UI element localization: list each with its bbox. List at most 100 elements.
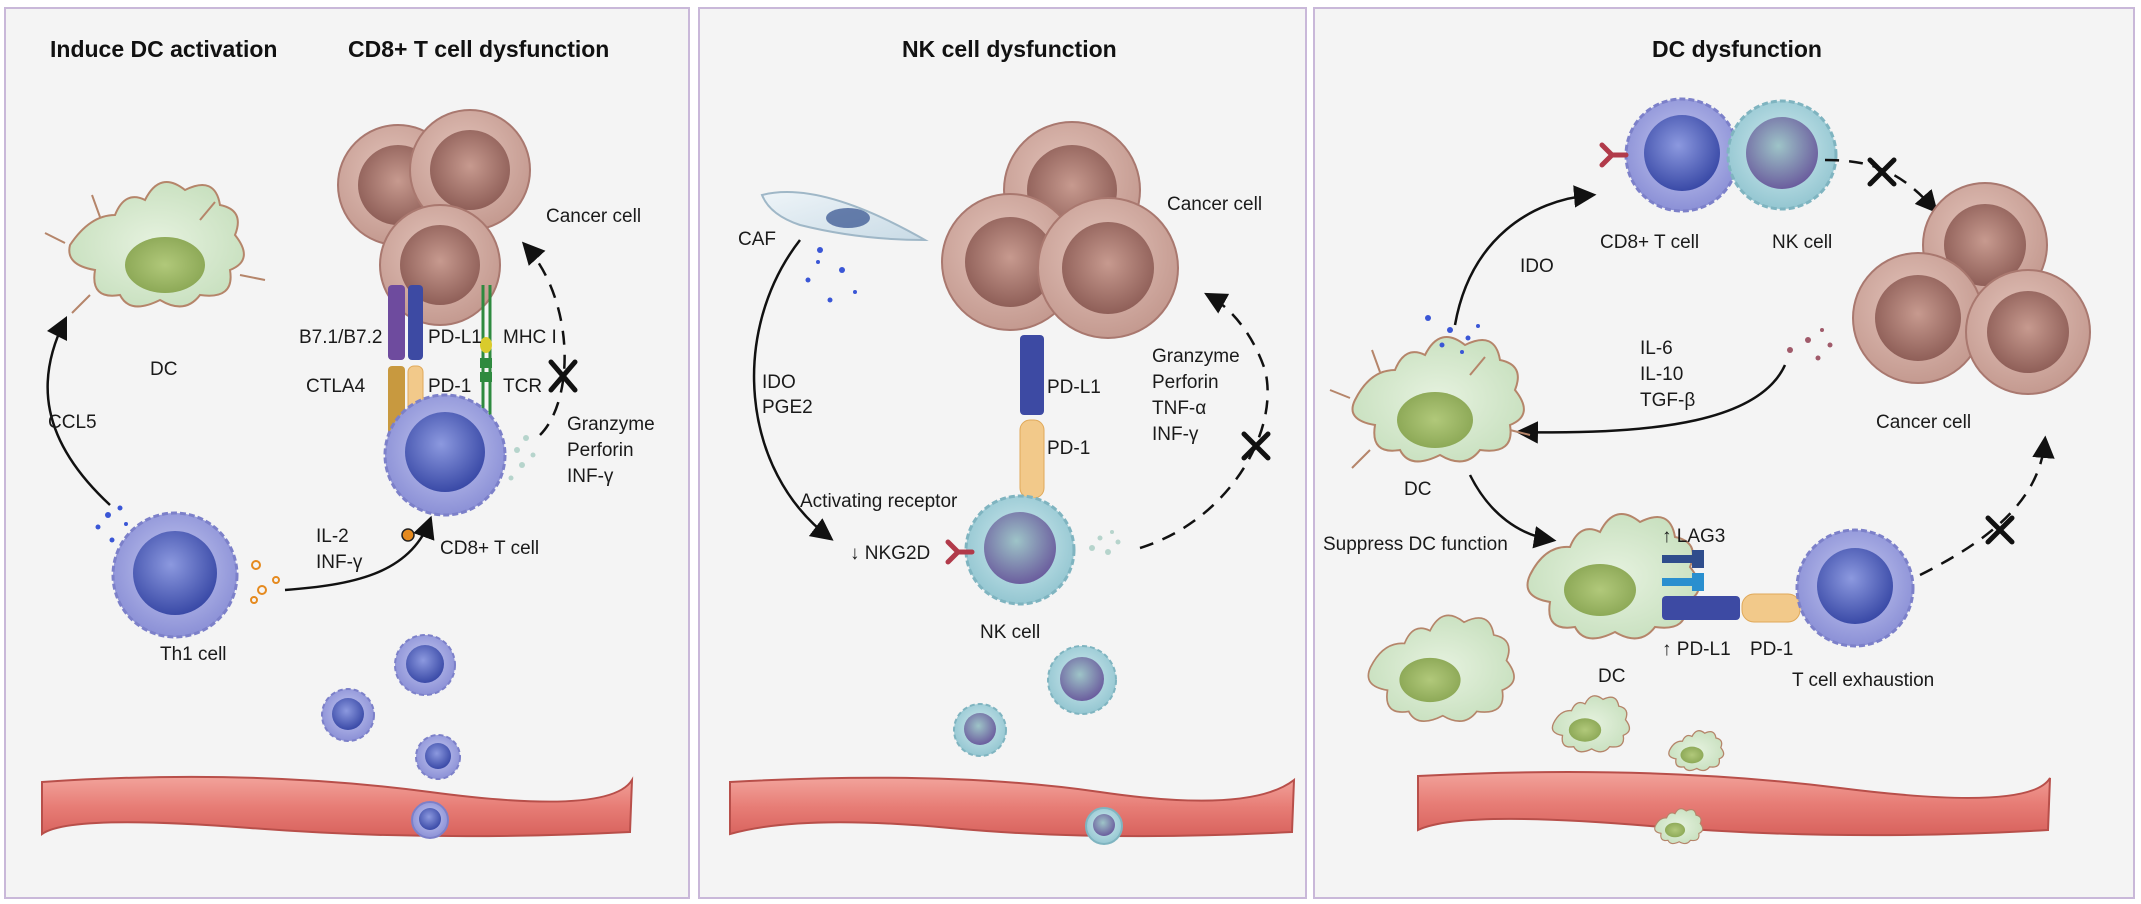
infg-label: INF-γ <box>316 552 363 573</box>
cancer-cluster-icon-2 <box>941 121 1179 339</box>
ccl5-arrow <box>46 315 111 506</box>
pdl1-label-2: PD-L1 <box>1047 377 1101 398</box>
caf-secreted-dots <box>805 247 857 303</box>
pdl1-text-3: PD-L1 <box>1677 639 1731 660</box>
nk-cell-icon-3 <box>1726 99 1838 211</box>
block-x-icon-3 <box>1867 157 1897 187</box>
block-x-icon-4 <box>1985 515 2015 545</box>
b7-ligand <box>388 285 405 360</box>
nk-cell-icon <box>964 494 1076 606</box>
up-arrow-icon: ↑ <box>1662 526 1677 547</box>
il6-label: IL-6 <box>1640 338 1673 359</box>
nk-cell-label: NK cell <box>980 622 1040 643</box>
cancer-cluster-icon-3 <box>1852 182 2091 395</box>
cd8-t-cell-icon-3 <box>1624 97 1740 213</box>
lag3-label: ↑ LAG3 <box>1662 526 1725 547</box>
nk-cells-migrating <box>953 645 1117 757</box>
mhc-label: MHC I <box>503 327 557 348</box>
cancer-cell-label-3: Cancer cell <box>1876 412 1971 433</box>
cancer-secreted-dots <box>1787 328 1833 361</box>
panel-2-title: NK cell dysfunction <box>902 36 1117 62</box>
caf-cell-icon <box>760 191 929 242</box>
cytokine-dots-blue <box>95 505 128 543</box>
t-cells-migrating <box>321 634 461 780</box>
nk-dashed-arrow <box>1139 292 1269 550</box>
ido-arrow-3 <box>1453 185 1597 326</box>
th1-cell-icon <box>111 511 239 639</box>
granzyme-dashed-arrow <box>521 241 566 436</box>
t-cell-exhaustion-label: T cell exhaustion <box>1792 670 1934 691</box>
blood-vessel-3 <box>1417 771 2051 845</box>
exhausted-t-cell-icon <box>1795 528 1915 648</box>
receptor-icon-3 <box>1599 142 1629 168</box>
dc-secreted-dots <box>1425 315 1480 354</box>
pdl1-pd1-bridge <box>1662 593 1801 623</box>
th1-label: Th1 cell <box>160 644 227 665</box>
granzyme-dots <box>508 435 536 481</box>
exhaustion-dashed-arrow <box>1919 435 2055 577</box>
ido-pge2-arrow <box>752 239 834 541</box>
dc-cell-icon-4 <box>1526 513 1700 640</box>
activating-receptor-label: Activating receptor <box>800 491 958 512</box>
nkg2d-text: NKG2D <box>865 543 930 564</box>
block-x-icon-2 <box>1241 431 1271 461</box>
il2-arrow <box>284 515 435 592</box>
pdl1-label-3: ↑ PD-L1 <box>1662 639 1731 660</box>
pdl1-ligand-2 <box>1020 335 1044 415</box>
dc-cell-icon <box>44 181 266 314</box>
ido-label-3: IDO <box>1520 256 1554 277</box>
dc-label-4: DC <box>1598 666 1625 687</box>
granzyme-label-2: Granzyme <box>1152 346 1240 367</box>
panel-1-title-cd8-dysfunction: CD8+ T cell dysfunction <box>348 36 609 62</box>
b7-label: B7.1/B7.2 <box>299 327 382 348</box>
infg-label-2: INF-γ <box>1152 424 1199 445</box>
cancer-cell-label-2: Cancer cell <box>1167 194 1262 215</box>
tnfa-label: TNF-α <box>1152 398 1206 419</box>
down-arrow-icon: ↓ <box>850 543 865 564</box>
cytokine-dots-orange <box>250 560 280 604</box>
panel-1-title-dc-activation: Induce DC activation <box>50 36 277 62</box>
lag3-complex <box>1662 550 1704 591</box>
il6-arrow <box>1515 364 1787 444</box>
panel-3-title: DC dysfunction <box>1652 36 1822 62</box>
pdl1-label: PD-L1 <box>428 327 482 348</box>
caf-label: CAF <box>738 229 776 250</box>
nk-cell-label-3: NK cell <box>1772 232 1832 253</box>
dc-cell-icon-3 <box>1329 336 1531 469</box>
cd8-t-cell-label: CD8+ T cell <box>440 538 539 559</box>
pd1-label-2: PD-1 <box>1047 438 1090 459</box>
ido-label: IDO <box>762 372 796 393</box>
pd1-label: PD-1 <box>428 376 471 397</box>
ctla4-label: CTLA4 <box>306 376 366 397</box>
cancer-cluster-icon <box>337 109 531 326</box>
blood-vessel-2 <box>729 776 1296 845</box>
nkg2d-label: ↓ NKG2D <box>850 543 930 564</box>
pge2-label: PGE2 <box>762 397 813 418</box>
tgfb-label: TGF-β <box>1640 390 1695 411</box>
blood-vessel-1 <box>41 775 634 839</box>
ccl5-label: CCL5 <box>48 412 97 433</box>
tcr-label: TCR <box>503 376 542 397</box>
dc-cells-migrating <box>1367 614 1725 772</box>
lag3-text: LAG3 <box>1677 526 1726 547</box>
mhc-tcr-complex <box>480 285 492 425</box>
dc-label: DC <box>150 359 177 380</box>
il10-label: IL-10 <box>1640 364 1683 385</box>
il2-label: IL-2 <box>316 526 349 547</box>
block-x-icon <box>548 359 578 393</box>
up-arrow-icon-2: ↑ <box>1662 639 1677 660</box>
pd1-label-3: PD-1 <box>1750 639 1793 660</box>
dc-label-3: DC <box>1404 479 1431 500</box>
nk-dots <box>1089 530 1121 555</box>
suppress-dc-label: Suppress DC function <box>1323 534 1508 555</box>
granzyme-label: Granzyme <box>567 414 655 435</box>
suppress-arrow <box>1468 474 1557 549</box>
panel-2-frame <box>698 7 1307 899</box>
pdl1-ligand <box>408 285 423 360</box>
cancer-cell-label: Cancer cell <box>546 206 641 227</box>
cd8-t-cell-icon <box>383 393 507 542</box>
pd1-receptor-2 <box>1019 419 1045 499</box>
cd8-t-cell-label-3: CD8+ T cell <box>1600 232 1699 253</box>
nkg2d-receptor-icon <box>945 539 975 565</box>
